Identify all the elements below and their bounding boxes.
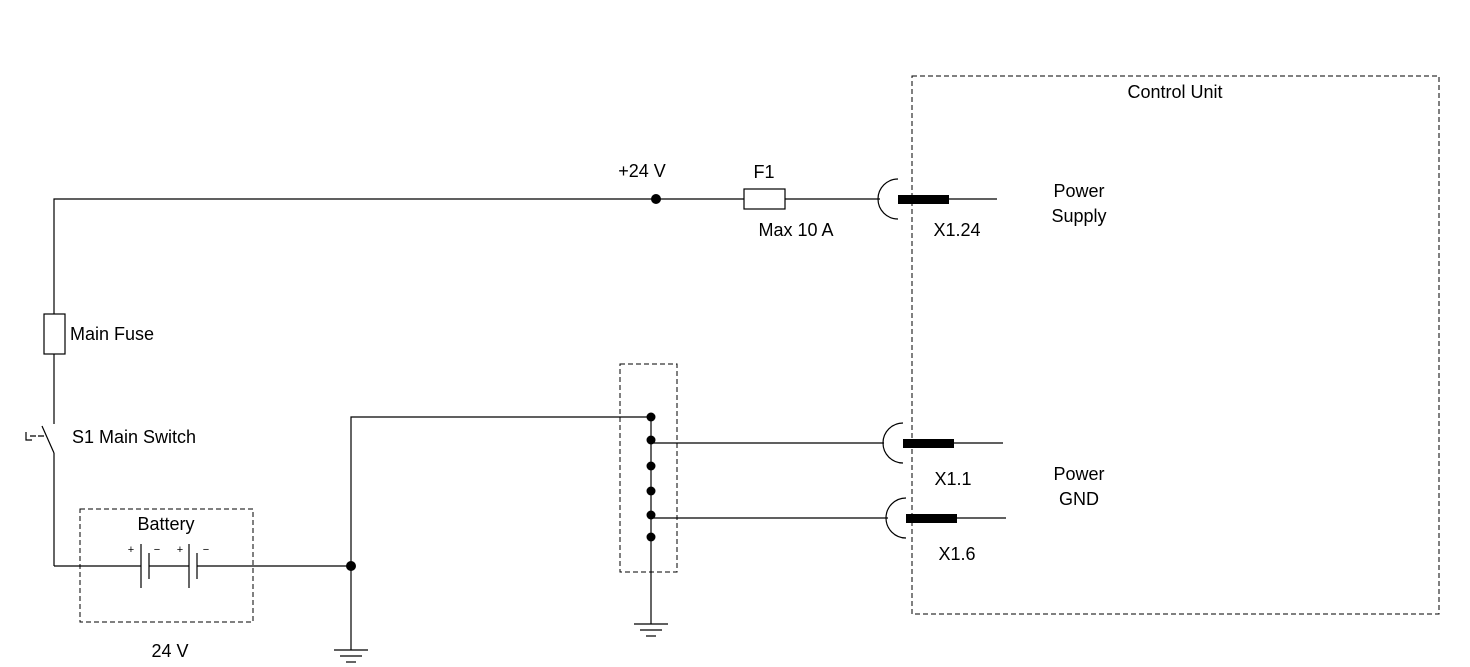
cell1-minus-sign: − <box>154 544 160 556</box>
power-supply-label-line1: Power <box>1053 181 1104 201</box>
distribution-ground-icon <box>634 623 668 637</box>
pin-x16-label: X1.6 <box>938 544 975 564</box>
control-unit-label: Control Unit <box>1127 82 1222 102</box>
control-unit-box <box>911 75 1440 615</box>
main-switch-label: S1 Main Switch <box>72 427 196 447</box>
supply-wire <box>53 198 744 566</box>
ground-bus-terminal-5 <box>646 510 656 520</box>
main-fuse-label: Main Fuse <box>70 324 154 344</box>
connector-x124-pin <box>898 195 949 204</box>
connector-x16-socket <box>885 497 907 539</box>
connector-x11-socket <box>882 422 904 464</box>
connector-x124-socket <box>877 178 899 220</box>
ground-bus-terminal-6 <box>646 532 656 542</box>
switch-actuator-icon <box>25 432 44 441</box>
ground-bus-terminal-4 <box>646 486 656 496</box>
fuse-f1-rating: Max 10 A <box>758 220 833 240</box>
power-supply-label-line2: Supply <box>1051 206 1106 226</box>
connector-x16-pin <box>906 514 957 523</box>
ground-bus-terminal-3 <box>646 461 656 471</box>
cell1-plus-sign: + <box>128 544 134 556</box>
cell2-plus-sign: + <box>177 544 183 556</box>
fuse-f1-label: F1 <box>753 162 774 182</box>
supply-voltage-label: +24 V <box>618 161 666 181</box>
ground-bus-terminal-1 <box>646 412 656 422</box>
ground-feed-wire <box>350 416 651 650</box>
main-fuse-symbol <box>43 313 66 355</box>
pin-x11-label: X1.1 <box>934 469 971 489</box>
supply-junction-dot <box>651 194 661 204</box>
battery-label: Battery <box>137 514 194 534</box>
pin-x124-label: X1.24 <box>933 220 980 240</box>
battery-voltage-label: 24 V <box>151 641 188 661</box>
power-gnd-label-line1: Power <box>1053 464 1104 484</box>
battery-ground-icon <box>334 649 368 663</box>
fuse-f1-symbol <box>743 188 786 210</box>
ground-distribution-box <box>619 363 678 573</box>
power-gnd-label-line2: GND <box>1059 489 1099 509</box>
switch-blade <box>41 425 55 454</box>
cell2-minus-sign: − <box>203 544 209 556</box>
ground-bus-terminal-2 <box>646 435 656 445</box>
connector-x11-pin <box>903 439 954 448</box>
